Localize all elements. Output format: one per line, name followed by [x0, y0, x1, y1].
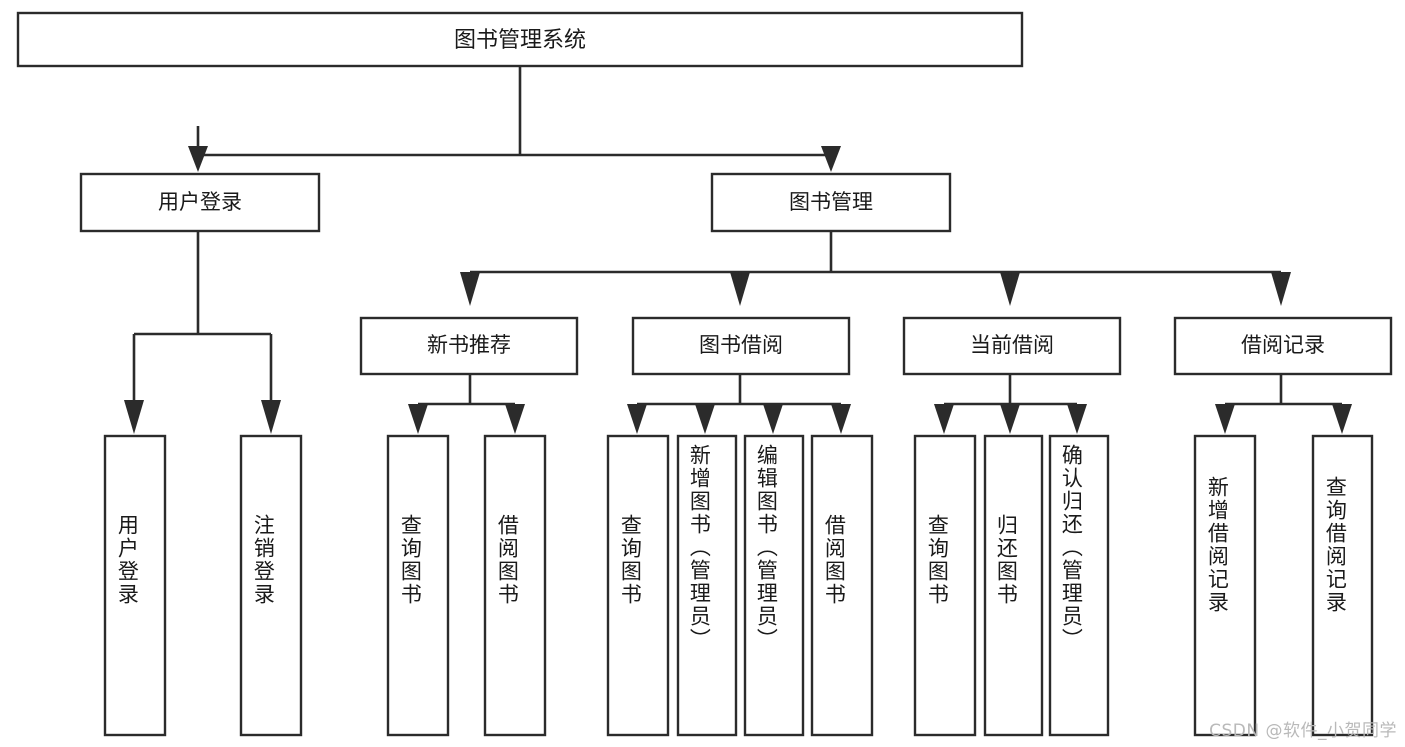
node-new-book-rec-label: 新书推荐: [427, 333, 511, 357]
node-book-borrow[interactable]: [631, 316, 851, 376]
arrowhead-user-login: [188, 146, 208, 172]
arrowhead-leaf-add-book: [695, 404, 715, 434]
edge-group-root: [196, 66, 833, 160]
node-current-borrow[interactable]: [902, 316, 1122, 376]
node-leaf-add-book[interactable]: [676, 434, 738, 737]
arrowhead-leaf-add-record: [1215, 404, 1235, 434]
node-user-login-label: 用户登录: [158, 190, 242, 214]
arrowhead-book-borrow: [730, 272, 750, 306]
node-leaf-query-book-c[interactable]: [913, 434, 977, 737]
node-borrow-record-label: 借阅记录: [1241, 333, 1325, 357]
node-leaf-borrow-book-b[interactable]: [810, 434, 874, 737]
node-leaf-edit-book[interactable]: [743, 434, 805, 737]
arrowhead-leaf-logout: [261, 400, 281, 434]
csdn-watermark: CSDN @软件_小贺同学: [1209, 721, 1397, 741]
arrowhead-leaf-query-book-c: [934, 404, 954, 434]
node-leaf-query-record[interactable]: [1311, 434, 1374, 737]
arrowhead-leaf-borrow-book-a: [505, 404, 525, 434]
arrowhead-borrow-record: [1271, 272, 1291, 306]
arrowhead-leaf-edit-book: [763, 404, 783, 434]
node-borrow-record[interactable]: [1173, 316, 1393, 376]
arrowhead-leaf-query-record: [1332, 404, 1352, 434]
arrowhead-leaf-confirm-return: [1067, 404, 1087, 434]
node-new-book-rec[interactable]: [359, 316, 579, 376]
node-user-login[interactable]: [79, 172, 321, 233]
node-leaf-user-login[interactable]: [103, 434, 167, 737]
node-leaf-add-record[interactable]: [1193, 434, 1257, 737]
arrowhead-leaf-query-book-a: [408, 404, 428, 434]
node-book-borrow-label: 图书借阅: [699, 333, 783, 357]
node-leaf-confirm-return[interactable]: [1048, 434, 1110, 737]
node-current-borrow-label: 当前借阅: [970, 333, 1054, 357]
node-root-label: 图书管理系统: [454, 28, 586, 53]
arrowhead-leaf-borrow-book-b: [831, 404, 851, 434]
node-leaf-query-book-a[interactable]: [386, 434, 450, 737]
arrowhead-leaf-user-login: [124, 400, 144, 434]
arrowhead-new-book-rec: [460, 272, 480, 306]
arrowhead-current-borrow: [1000, 272, 1020, 306]
node-book-manage[interactable]: [710, 172, 952, 233]
node-leaf-query-book-b[interactable]: [606, 434, 670, 737]
node-leaf-logout[interactable]: [239, 434, 303, 737]
node-root[interactable]: [16, 11, 1024, 68]
arrowhead-book-manage: [821, 146, 841, 172]
node-leaf-return-book[interactable]: [983, 434, 1044, 737]
node-leaf-borrow-book-a[interactable]: [483, 434, 547, 737]
node-book-manage-label: 图书管理: [789, 190, 873, 214]
arrowhead-leaf-query-book-b: [627, 404, 647, 434]
arrowhead-leaf-return-book: [1000, 404, 1020, 434]
